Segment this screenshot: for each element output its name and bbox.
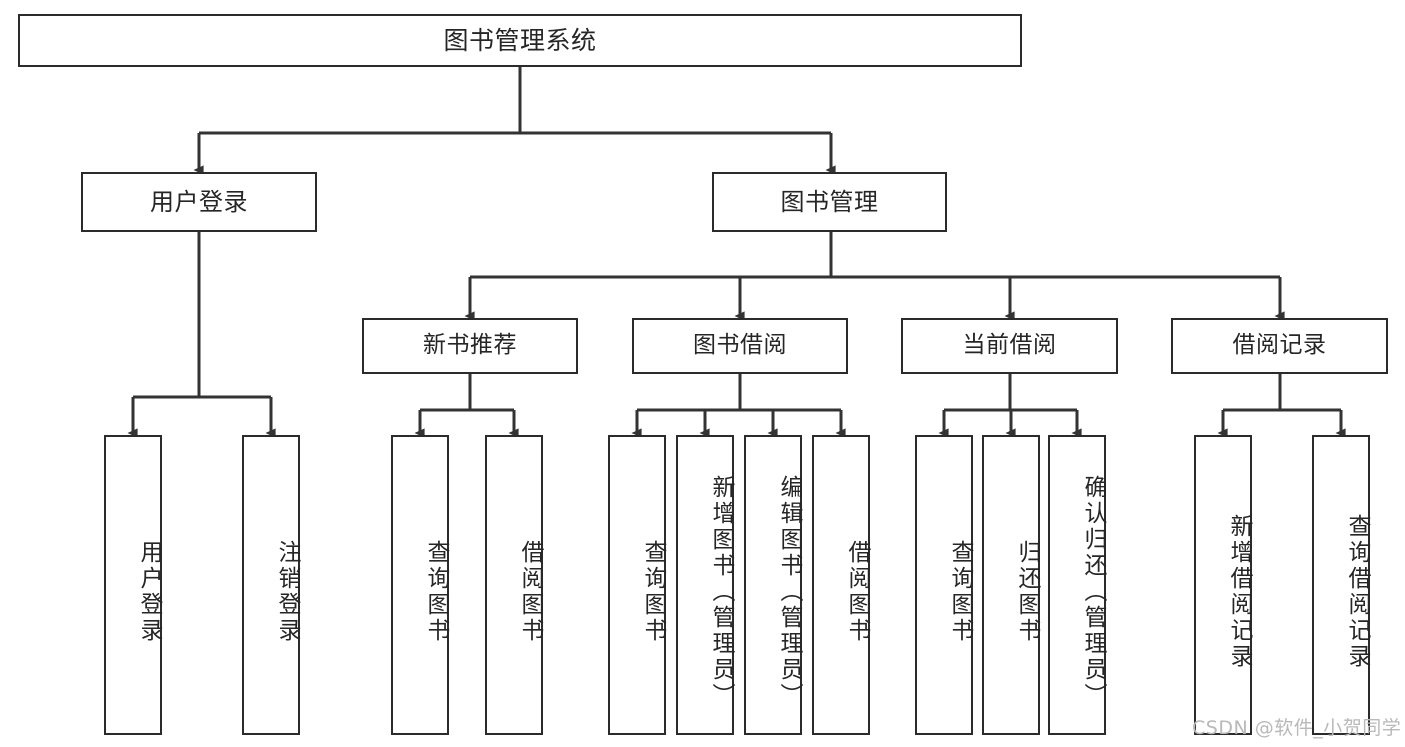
- leaf-current-query-book[interactable]: 查询图书: [915, 435, 973, 735]
- leaf-current-confirm-return-admin[interactable]: 确认归还（管理员）: [1048, 435, 1106, 735]
- node-borrowing-record[interactable]: 借阅记录: [1171, 318, 1388, 374]
- leaf-borrow-add-book-admin[interactable]: 新增图书（管理员）: [676, 435, 734, 735]
- leaf-borrow-borrow-book[interactable]: 借阅图书: [812, 435, 870, 735]
- node-new-book-recommendation[interactable]: 新书推荐: [362, 318, 578, 374]
- leaf-record-query-borrow-record[interactable]: 查询借阅记录: [1312, 435, 1370, 735]
- node-current-borrowing[interactable]: 当前借阅: [901, 318, 1118, 374]
- node-book-management[interactable]: 图书管理: [712, 172, 947, 232]
- leaf-current-return-book[interactable]: 归还图书: [982, 435, 1040, 735]
- leaf-new-book-borrow-book[interactable]: 借阅图书: [485, 435, 543, 735]
- leaf-borrow-edit-book-admin[interactable]: 编辑图书（管理员）: [744, 435, 802, 735]
- leaf-new-book-query-book[interactable]: 查询图书: [391, 435, 449, 735]
- leaf-record-add-borrow-record[interactable]: 新增借阅记录: [1194, 435, 1252, 735]
- node-root-book-management-system[interactable]: 图书管理系统: [18, 14, 1022, 67]
- leaf-user-login-logout[interactable]: 注销登录: [242, 435, 300, 735]
- leaf-user-login-login[interactable]: 用户登录: [104, 435, 162, 735]
- node-book-borrowing[interactable]: 图书借阅: [632, 318, 848, 374]
- csdn-watermark: CSDN @软件_小贺同学: [1192, 717, 1402, 739]
- leaf-borrow-query-book[interactable]: 查询图书: [608, 435, 666, 735]
- node-user-login[interactable]: 用户登录: [81, 172, 317, 232]
